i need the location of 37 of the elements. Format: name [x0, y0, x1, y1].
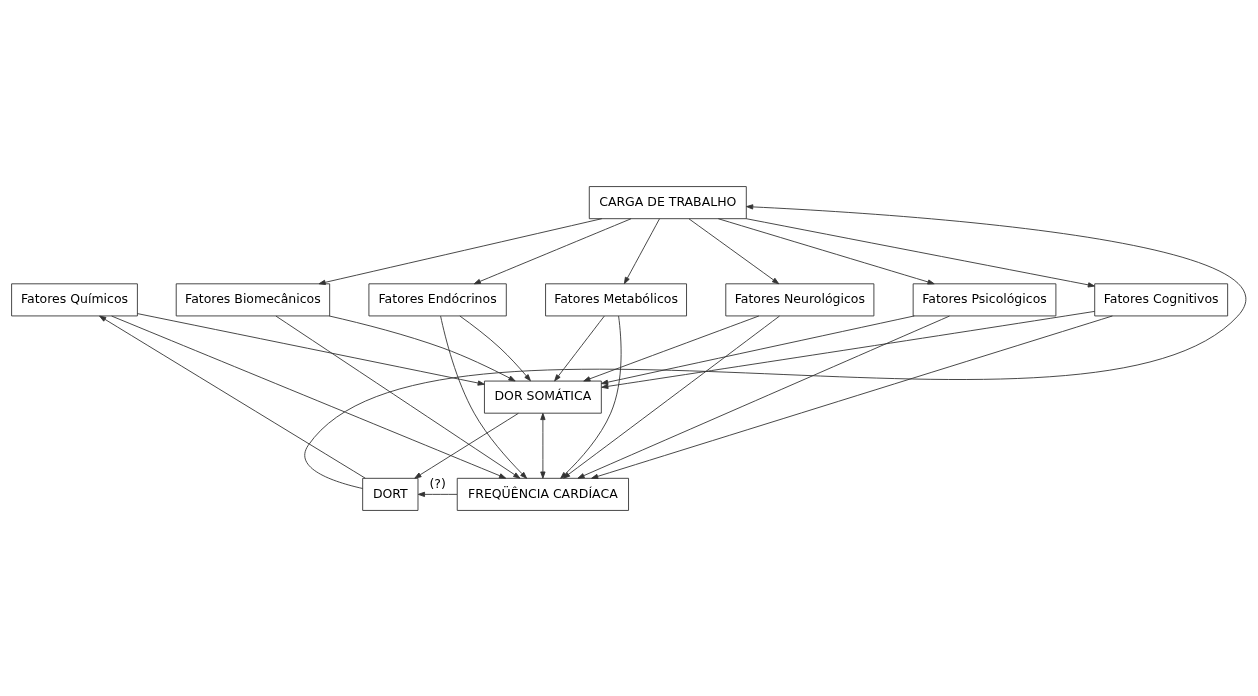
arrow — [688, 217, 780, 284]
arrow — [111, 315, 507, 479]
node-box: DOR SOMÁTICA — [484, 380, 602, 414]
arrow — [577, 315, 950, 479]
node-box: Fatores Psicológicos — [912, 282, 1057, 316]
arrow — [136, 312, 485, 386]
arrow — [623, 217, 660, 284]
arrow — [563, 315, 780, 479]
arrow — [328, 315, 516, 381]
node-box: CARGA DE TRABALHO — [588, 185, 747, 219]
arrow — [554, 315, 605, 381]
arrow — [473, 217, 632, 284]
arrow — [560, 315, 622, 479]
node-box: DORT — [362, 477, 419, 511]
arrow — [591, 315, 1113, 479]
arrow — [99, 315, 366, 479]
node-box: Fatores Neurológicos — [725, 282, 875, 316]
arrow — [440, 315, 528, 479]
arrow — [601, 315, 915, 385]
arrow — [304, 203, 1247, 489]
node-box: Fatores Biomecânicos — [175, 282, 331, 316]
node-box: Fatores Endócrinos — [368, 282, 507, 316]
node-box: Fatores Metabólicos — [545, 282, 687, 316]
arrow — [414, 412, 519, 479]
arrow — [318, 217, 603, 285]
arrow — [417, 491, 458, 497]
node-box: Fatores Químicos — [11, 282, 138, 316]
arrow — [275, 315, 521, 479]
arrow — [459, 315, 531, 381]
arrow — [540, 412, 546, 479]
edge-label: (?) — [429, 475, 446, 491]
node-box: Fatores Cognitivos — [1094, 282, 1229, 316]
node-box: FREQÜÊNCIA CARDÍACA — [456, 477, 629, 511]
arrow — [583, 315, 760, 381]
arrow — [601, 310, 1096, 389]
arrow — [745, 217, 1095, 287]
arrow — [717, 217, 935, 285]
